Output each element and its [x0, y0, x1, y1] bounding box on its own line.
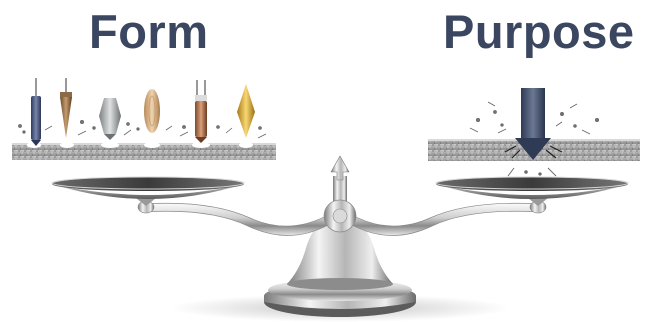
- copper-cylinder-point-icon: [195, 80, 207, 143]
- blue-cylinder-point-icon: [31, 78, 41, 146]
- scale-base: [264, 212, 416, 317]
- steel-arrow-impact-icon: [515, 88, 551, 160]
- right-debris: [469, 101, 600, 177]
- left-debris: [18, 120, 267, 139]
- gray-hexagonal-point-icon: [99, 98, 121, 140]
- scale-beam: [137, 199, 547, 236]
- wood-oval-point-icon: [144, 89, 160, 133]
- left-sample-slab: [12, 142, 276, 160]
- left-scale-pan: [51, 176, 245, 206]
- form-heading: Form: [89, 5, 209, 58]
- gold-diamond-point-icon: [237, 84, 255, 138]
- right-scale-pan: [435, 176, 629, 206]
- purpose-heading: Purpose: [443, 5, 635, 58]
- bronze-cone-point-icon: [60, 78, 72, 138]
